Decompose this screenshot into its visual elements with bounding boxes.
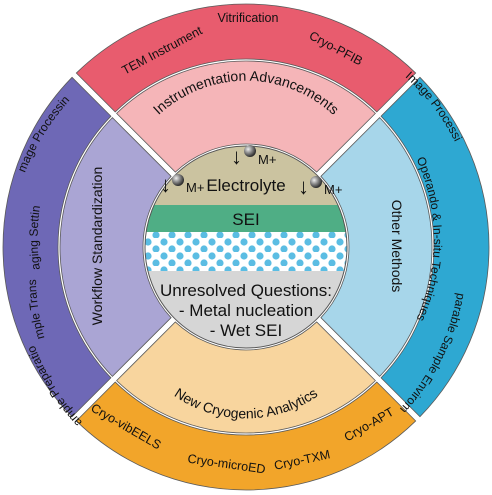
top-inner-sector bbox=[116, 60, 376, 173]
sei-label: SEI bbox=[232, 210, 259, 229]
right-outer-sector bbox=[380, 76, 490, 418]
outer-ring bbox=[2, 3, 490, 491]
ion-top: ↓ M+ bbox=[231, 144, 276, 169]
bottom-inner-sector bbox=[116, 321, 376, 434]
metal-ion-icon bbox=[172, 174, 184, 186]
right-inner-sector bbox=[320, 117, 433, 377]
top-item: Vitrification bbox=[218, 11, 279, 25]
ion-right: ↓ M+ bbox=[298, 174, 342, 199]
electrolyte-label: Electrolyte bbox=[206, 176, 285, 195]
down-arrow-icon: ↓ bbox=[231, 144, 242, 169]
down-arrow-icon: ↓ bbox=[298, 174, 309, 199]
ion-label: M+ bbox=[324, 182, 342, 197]
ion-label: M+ bbox=[258, 152, 276, 167]
top-outer-sector bbox=[75, 3, 417, 113]
inner-ring bbox=[59, 60, 433, 434]
metal-ion-icon bbox=[310, 176, 322, 188]
question-item: - Wet SEI bbox=[210, 321, 282, 340]
ion-label: M+ bbox=[186, 180, 204, 195]
bottom-outer-sector bbox=[75, 381, 417, 491]
left-quadrant-title: Workflow Standardization bbox=[89, 167, 105, 325]
question-item: - Metal nucleation bbox=[179, 301, 313, 320]
porous-dots bbox=[145, 232, 347, 271]
sei-layer bbox=[145, 205, 347, 232]
left-inner-sector bbox=[59, 117, 172, 377]
left-outer-sector bbox=[2, 76, 112, 418]
metal-ion-icon bbox=[244, 145, 256, 157]
down-arrow-icon: ↓ bbox=[160, 172, 171, 197]
center-outline bbox=[144, 145, 348, 349]
ion-left: ↓ M+ bbox=[160, 172, 204, 197]
questions-title: Unresolved Questions: bbox=[160, 281, 332, 300]
right-quadrant-title: Other Methods bbox=[389, 200, 405, 293]
